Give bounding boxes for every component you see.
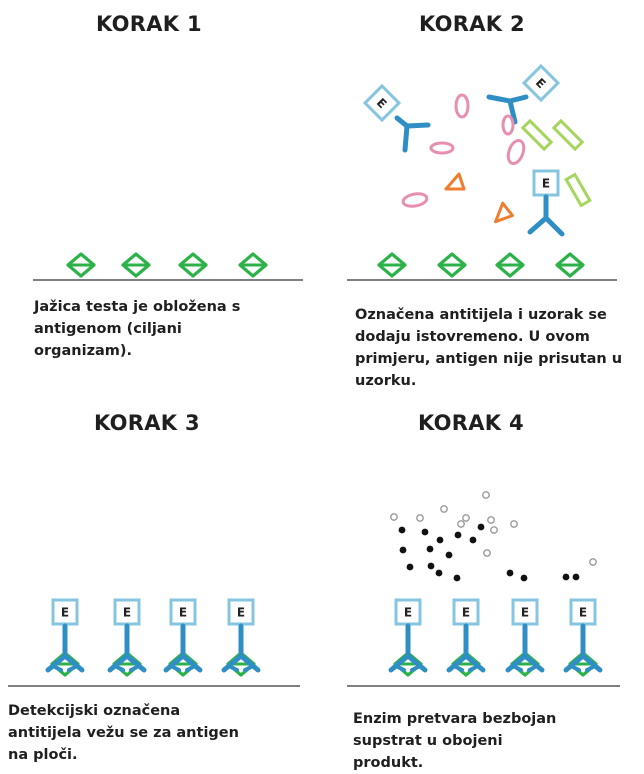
product-dot-icon [453, 574, 461, 582]
caption-line: Enzim pretvara bezbojan [353, 711, 557, 727]
caption-line: organizam). [34, 343, 133, 359]
sample-particle-orange [494, 201, 515, 224]
sample-particle-green [520, 118, 554, 152]
enzyme-box-icon: E [521, 63, 561, 103]
caption-line: dodaju istovremeno. U ovom [355, 329, 590, 345]
product-dot-icon [398, 526, 406, 534]
substrate-dot-icon [510, 520, 518, 528]
substrate-dot-icon [462, 514, 470, 522]
product-dot-icon [406, 563, 414, 571]
substrate-dot-icon [589, 558, 597, 566]
enzyme-box-icon: E [51, 598, 79, 626]
product-dot-icon [436, 536, 444, 544]
product-dot-icon [562, 573, 570, 581]
sample-particle-green [564, 172, 592, 208]
substrate-dot-icon [483, 549, 491, 557]
caption-line: Detekcijski označena [8, 703, 181, 719]
product-dot-icon [426, 545, 434, 553]
enzyme-box-icon: E [532, 169, 560, 197]
sample-particle-pink [506, 138, 526, 166]
substrate-dot-icon [390, 513, 398, 521]
product-dot-icon [427, 562, 435, 570]
antigen-diamond-icon [555, 252, 585, 278]
antibody-y-icon [394, 115, 431, 153]
caption-line: Jažica testa je obložena s [34, 299, 241, 315]
product-dot-icon [506, 569, 514, 577]
caption-line: antigenom (ciljani [34, 321, 182, 337]
enzyme-label: E [61, 606, 69, 620]
enzyme-label: E [462, 606, 470, 620]
antibody-y-icon [563, 623, 603, 673]
antibody-y-icon [45, 623, 85, 673]
step-3-title: KORAK 3 [94, 411, 200, 435]
substrate-dot-icon [457, 520, 465, 528]
antibody-y-icon [486, 94, 529, 125]
enzyme-box-icon: E [169, 598, 197, 626]
substrate-dot-icon [490, 526, 498, 534]
caption-line: supstrat u obojeni [353, 733, 503, 749]
antigen-diamond-icon [495, 252, 525, 278]
step-2-caption: Označena antitijela i uzorak se dodaju i… [355, 304, 644, 392]
antibody-y-icon [505, 623, 545, 673]
enzyme-box-icon: E [362, 83, 402, 123]
antibody-y-icon [446, 623, 486, 673]
product-dot-icon [469, 536, 477, 544]
substrate-dot-icon [482, 491, 490, 499]
step-4-title: KORAK 4 [418, 411, 524, 435]
sample-particle-pink [401, 192, 429, 208]
enzyme-label: E [521, 606, 529, 620]
caption-line: primjeru, antigen nije prisutan u [355, 351, 623, 367]
sample-particle-orange [444, 172, 466, 191]
substrate-dot-icon [416, 514, 424, 522]
enzyme-label: E [404, 606, 412, 620]
step-4-caption: Enzim pretvara bezbojan supstrat u oboje… [353, 708, 633, 774]
enzyme-label: E [179, 606, 187, 620]
antibody-y-icon [221, 623, 261, 673]
step-2-title: KORAK 2 [419, 12, 525, 36]
substrate-dot-icon [440, 505, 448, 513]
caption-line: Označena antitijela i uzorak se [355, 307, 607, 323]
step-3-caption: Detekcijski označena antitijela vežu se … [8, 700, 298, 766]
product-dot-icon [445, 551, 453, 559]
enzyme-box-icon: E [227, 598, 255, 626]
antigen-diamond-icon [121, 252, 151, 278]
enzyme-box-icon: E [452, 598, 480, 626]
sample-particle-green [551, 118, 585, 152]
product-dot-icon [477, 523, 485, 531]
substrate-dot-icon [487, 516, 495, 524]
enzyme-label: E [542, 177, 550, 191]
step-1-caption: Jažica testa je obložena s antigenom (ci… [34, 296, 304, 362]
product-dot-icon [520, 574, 528, 582]
step-1-title: KORAK 1 [96, 12, 202, 36]
product-dot-icon [454, 531, 462, 539]
enzyme-label: E [123, 606, 131, 620]
caption-line: uzorku. [355, 373, 417, 389]
antigen-diamond-icon [437, 252, 467, 278]
caption-line: antitijela vežu se za antigen [8, 725, 239, 741]
antibody-y-icon [163, 623, 203, 673]
product-dot-icon [399, 546, 407, 554]
sample-particle-pink [454, 93, 470, 119]
product-dot-icon [435, 569, 443, 577]
product-dot-icon [572, 573, 580, 581]
antibody-y-icon [107, 623, 147, 673]
enzyme-box-icon: E [511, 598, 539, 626]
antigen-diamond-icon [238, 252, 268, 278]
enzyme-box-icon: E [394, 598, 422, 626]
antigen-diamond-icon [66, 252, 96, 278]
antigen-diamond-icon [178, 252, 208, 278]
antibody-y-icon [388, 623, 428, 673]
sample-particle-pink [501, 114, 515, 136]
enzyme-label: E [237, 606, 245, 620]
sample-particle-pink [429, 141, 455, 155]
enzyme-label: E [579, 606, 587, 620]
antibody-y-icon [527, 194, 565, 237]
enzyme-box-icon: E [113, 598, 141, 626]
caption-line: produkt. [353, 755, 424, 771]
antigen-diamond-icon [377, 252, 407, 278]
product-dot-icon [421, 528, 429, 536]
enzyme-box-icon: E [569, 598, 597, 626]
caption-line: na ploči. [8, 747, 78, 763]
